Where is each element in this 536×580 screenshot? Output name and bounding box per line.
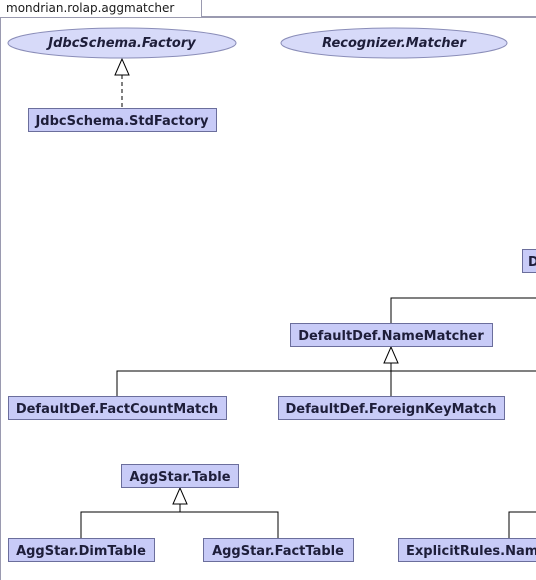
class-label: DefaultDef.NameMatcher — [298, 329, 484, 344]
class-label: ExplicitRules.Nam — [406, 544, 536, 559]
diagram-frame — [0, 17, 536, 580]
realization-arrow-icon — [114, 57, 130, 76]
interface-recognizer-matcher[interactable]: Recognizer.Matcher — [280, 27, 508, 59]
interface-jdbc-schema-factory[interactable]: JdbcSchema.Factory — [7, 27, 237, 59]
class-label: AggStar.DimTable — [16, 544, 146, 559]
package-tab[interactable]: mondrian.rolap.aggmatcher — [0, 0, 202, 17]
class-agg-star-table[interactable]: AggStar.Table — [121, 464, 239, 488]
inheritance-arrow-icon — [172, 486, 188, 505]
class-default-def-foreign-key-match[interactable]: DefaultDef.ForeignKeyMatch — [278, 396, 505, 420]
edges — [80, 75, 536, 538]
inheritance-arrow-icon — [383, 345, 399, 364]
interface-label: JdbcSchema.Factory — [45, 36, 196, 51]
package-tab-label: mondrian.rolap.aggmatcher — [6, 1, 175, 15]
class-default-def-fact-count-match[interactable]: DefaultDef.FactCountMatch — [8, 396, 227, 420]
class-default-def-name-matcher[interactable]: DefaultDef.NameMatcher — [290, 323, 493, 347]
class-label: JdbcSchema.StdFactory — [34, 114, 209, 129]
inheritance-edge-factcountmatch — [116, 370, 536, 396]
interface-label: Recognizer.Matcher — [322, 36, 467, 51]
class-label: DefaultDef.ForeignKeyMatch — [285, 402, 496, 417]
class-label: AggStar.Table — [129, 470, 230, 485]
class-label: DefaultDef.FactCountMatch — [16, 402, 218, 417]
class-agg-star-dim-table[interactable]: AggStar.DimTable — [8, 538, 155, 562]
inheritance-edge-namematcher — [390, 297, 536, 323]
class-explicit-rules-partial[interactable]: ExplicitRules.Nam — [398, 538, 536, 562]
inheritance-edge-explicitrules — [508, 511, 536, 538]
class-jdbc-schema-std-factory[interactable]: JdbcSchema.StdFactory — [28, 108, 217, 132]
class-label: AggStar.FactTable — [212, 544, 344, 559]
class-default-def-partial[interactable]: D — [522, 249, 536, 273]
class-label: D — [528, 255, 536, 270]
tab-baseline — [202, 0, 536, 17]
class-agg-star-fact-table[interactable]: AggStar.FactTable — [203, 538, 354, 562]
inheritance-edge-dim-fact — [80, 511, 279, 538]
